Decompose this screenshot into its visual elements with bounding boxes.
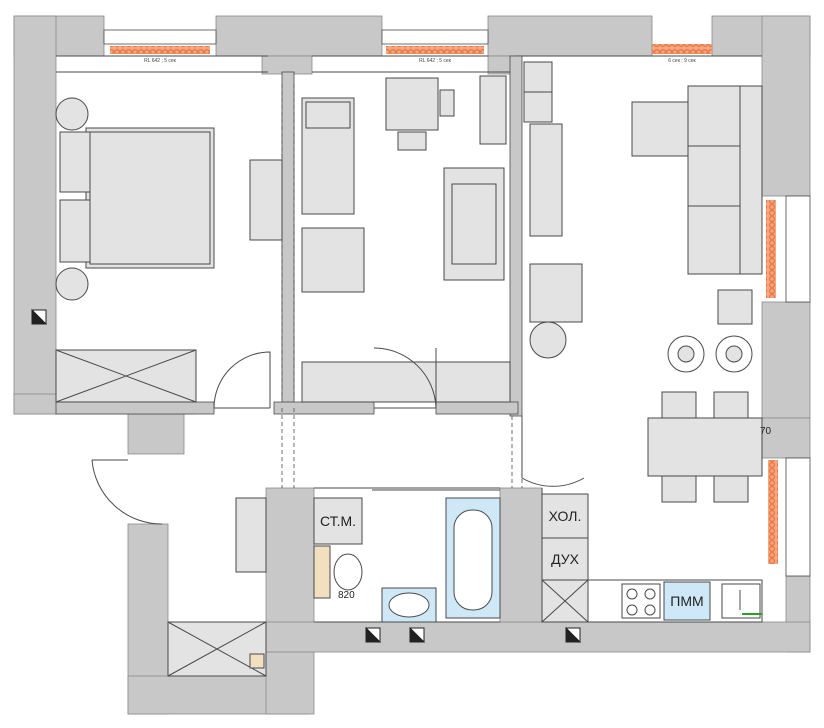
entrance xyxy=(167,497,267,677)
wall-left xyxy=(13,15,57,415)
radiator-right-upper xyxy=(766,200,776,298)
wall-top-3 xyxy=(487,15,653,57)
radiator-study xyxy=(386,46,484,54)
washer-label: СТ.М. xyxy=(320,513,356,529)
partition-bed-study xyxy=(281,71,295,409)
sofa-chaise xyxy=(631,101,689,157)
fridge xyxy=(541,493,589,539)
armchair-seat xyxy=(451,183,497,265)
wall-right-2 xyxy=(761,301,811,419)
plants xyxy=(667,335,753,373)
radiator-bedroom xyxy=(110,46,210,54)
window-right-lower xyxy=(768,457,811,577)
window-bedroom: RL 642 ; 5 сек xyxy=(103,29,217,64)
pouf xyxy=(717,289,753,325)
wall-top-5 xyxy=(261,55,313,75)
tv-stand xyxy=(249,159,283,241)
toilet-dim-label: 820 xyxy=(338,590,355,601)
partition-study-living xyxy=(509,55,523,417)
radiator-note-bedroom: RL 642 ; 5 сек xyxy=(144,58,177,64)
dishwasher-label: ПММ xyxy=(670,593,703,609)
dining-chair-1 xyxy=(661,391,697,419)
wall-dim-label: 70 xyxy=(760,426,772,437)
stove xyxy=(621,583,661,619)
meter-box xyxy=(249,653,265,669)
window-study: RL 642 ; 5 сек xyxy=(381,29,489,64)
door-study xyxy=(373,347,437,409)
dining-chair-2 xyxy=(713,391,749,419)
nightstand-1 xyxy=(55,97,89,131)
partitions xyxy=(55,55,523,417)
vents xyxy=(31,308,582,643)
wall-bottom xyxy=(265,621,811,653)
pillow-2 xyxy=(59,199,91,263)
radiator-living xyxy=(652,44,712,54)
wall-right-1 xyxy=(761,15,811,197)
wall-corridor-2 xyxy=(273,401,375,415)
shelf-1 xyxy=(523,61,553,93)
shelf-2 xyxy=(523,91,553,123)
washer xyxy=(313,497,363,545)
side-table xyxy=(529,321,567,359)
doors xyxy=(91,347,585,525)
dishwasher xyxy=(663,581,711,621)
pillow-1 xyxy=(59,131,91,193)
armchair-living xyxy=(529,263,583,323)
wall-corridor xyxy=(55,401,215,415)
sofa-cushion-1 xyxy=(687,85,741,147)
bathroom xyxy=(313,497,501,623)
shelf-top xyxy=(479,75,507,145)
oven-label: ДУХ xyxy=(551,551,580,567)
toilet-box xyxy=(313,545,331,599)
bench xyxy=(235,497,267,573)
dining-table xyxy=(647,417,763,477)
nightstand-2 xyxy=(55,267,89,301)
single-bed-pillow xyxy=(305,101,351,129)
wardrobe-study xyxy=(301,361,511,403)
sofa-cushion-2 xyxy=(687,145,741,207)
wall-left-column xyxy=(127,413,185,455)
wall-entrance-right xyxy=(265,487,315,715)
door-bedroom xyxy=(213,351,271,409)
armchair-study xyxy=(443,167,505,281)
kitchen xyxy=(541,493,763,623)
desk xyxy=(385,77,439,131)
window-living: 6 сек ; 9 сек xyxy=(652,44,712,64)
fridge-label: ХОЛ. xyxy=(549,508,582,524)
desk-chair-2 xyxy=(397,131,427,151)
bed-inner xyxy=(89,131,211,265)
toilet xyxy=(333,553,363,591)
radiator-note-study: RL 642 ; 5 сек xyxy=(419,58,452,64)
dining-chair-3 xyxy=(661,475,697,503)
bed xyxy=(85,127,215,269)
wardrobe-living xyxy=(529,123,563,237)
bedroom xyxy=(55,97,283,403)
cabinet-study xyxy=(301,227,365,293)
living-room xyxy=(523,61,763,503)
sofa-cushion-3 xyxy=(687,205,741,275)
radiator-right-lower xyxy=(768,460,778,564)
dining-chair-4 xyxy=(713,475,749,503)
wall-corridor-3 xyxy=(435,401,519,415)
window-right-upper xyxy=(766,195,811,303)
wall-bath-mid xyxy=(499,487,543,623)
chair-study xyxy=(439,89,455,117)
study xyxy=(301,75,511,403)
oven xyxy=(541,537,589,581)
wall-top-2 xyxy=(215,15,383,57)
wall-right-3 xyxy=(761,417,811,459)
sink xyxy=(721,583,761,619)
radiator-note-living: 6 сек ; 9 сек xyxy=(668,58,696,64)
door-entrance xyxy=(91,459,163,525)
door-living xyxy=(521,416,585,487)
